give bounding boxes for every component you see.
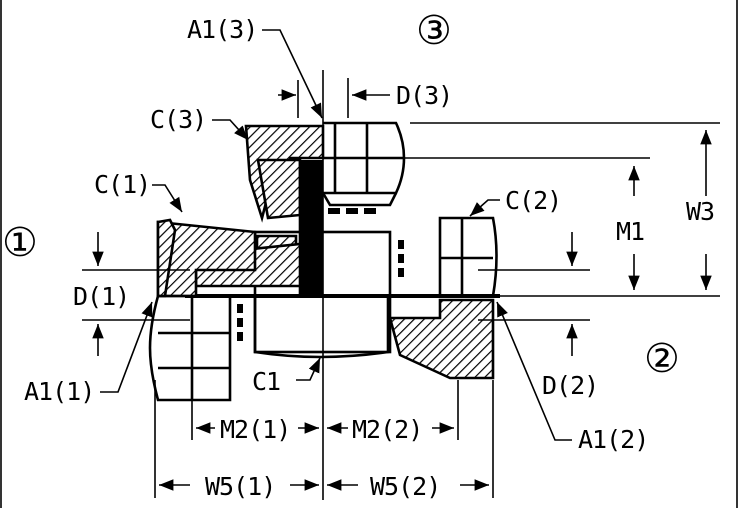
label-m1: M1 <box>616 217 644 246</box>
label-c2: C(2) <box>505 186 561 215</box>
label-d2: D(2) <box>542 371 598 400</box>
label-port2: ② <box>644 336 679 382</box>
label-a1-3: A1(3) <box>187 15 257 44</box>
label-w5-1: W5(1) <box>205 472 275 501</box>
right-body-threads <box>398 240 404 277</box>
label-m2-2: M2(2) <box>352 415 422 444</box>
label-a1-1: A1(1) <box>24 377 94 406</box>
port1-nut <box>148 218 257 402</box>
label-w5-2: W5(2) <box>370 472 440 501</box>
label-c1-top: C(1) <box>94 170 150 199</box>
label-port1: ① <box>2 220 37 266</box>
label-m2-1: M2(1) <box>220 415 290 444</box>
port3-nut <box>244 121 406 296</box>
label-c3: C(3) <box>150 105 206 134</box>
label-d3: D(3) <box>396 81 452 110</box>
label-a1-2: A1(2) <box>578 425 648 454</box>
label-port3: ③ <box>416 8 451 54</box>
label-c1: C1 <box>252 367 280 396</box>
dimension-lines <box>82 78 720 498</box>
left-body-threads <box>237 304 243 341</box>
port2-nut <box>388 216 498 380</box>
leader-lines <box>100 29 572 441</box>
label-w3: W3 <box>686 197 714 226</box>
diagram-labels: ③ ① ② A1(3) D(3) C(3) C(1) C(2) M1 W3 D(… <box>2 8 715 501</box>
label-d1: D(1) <box>73 282 129 311</box>
